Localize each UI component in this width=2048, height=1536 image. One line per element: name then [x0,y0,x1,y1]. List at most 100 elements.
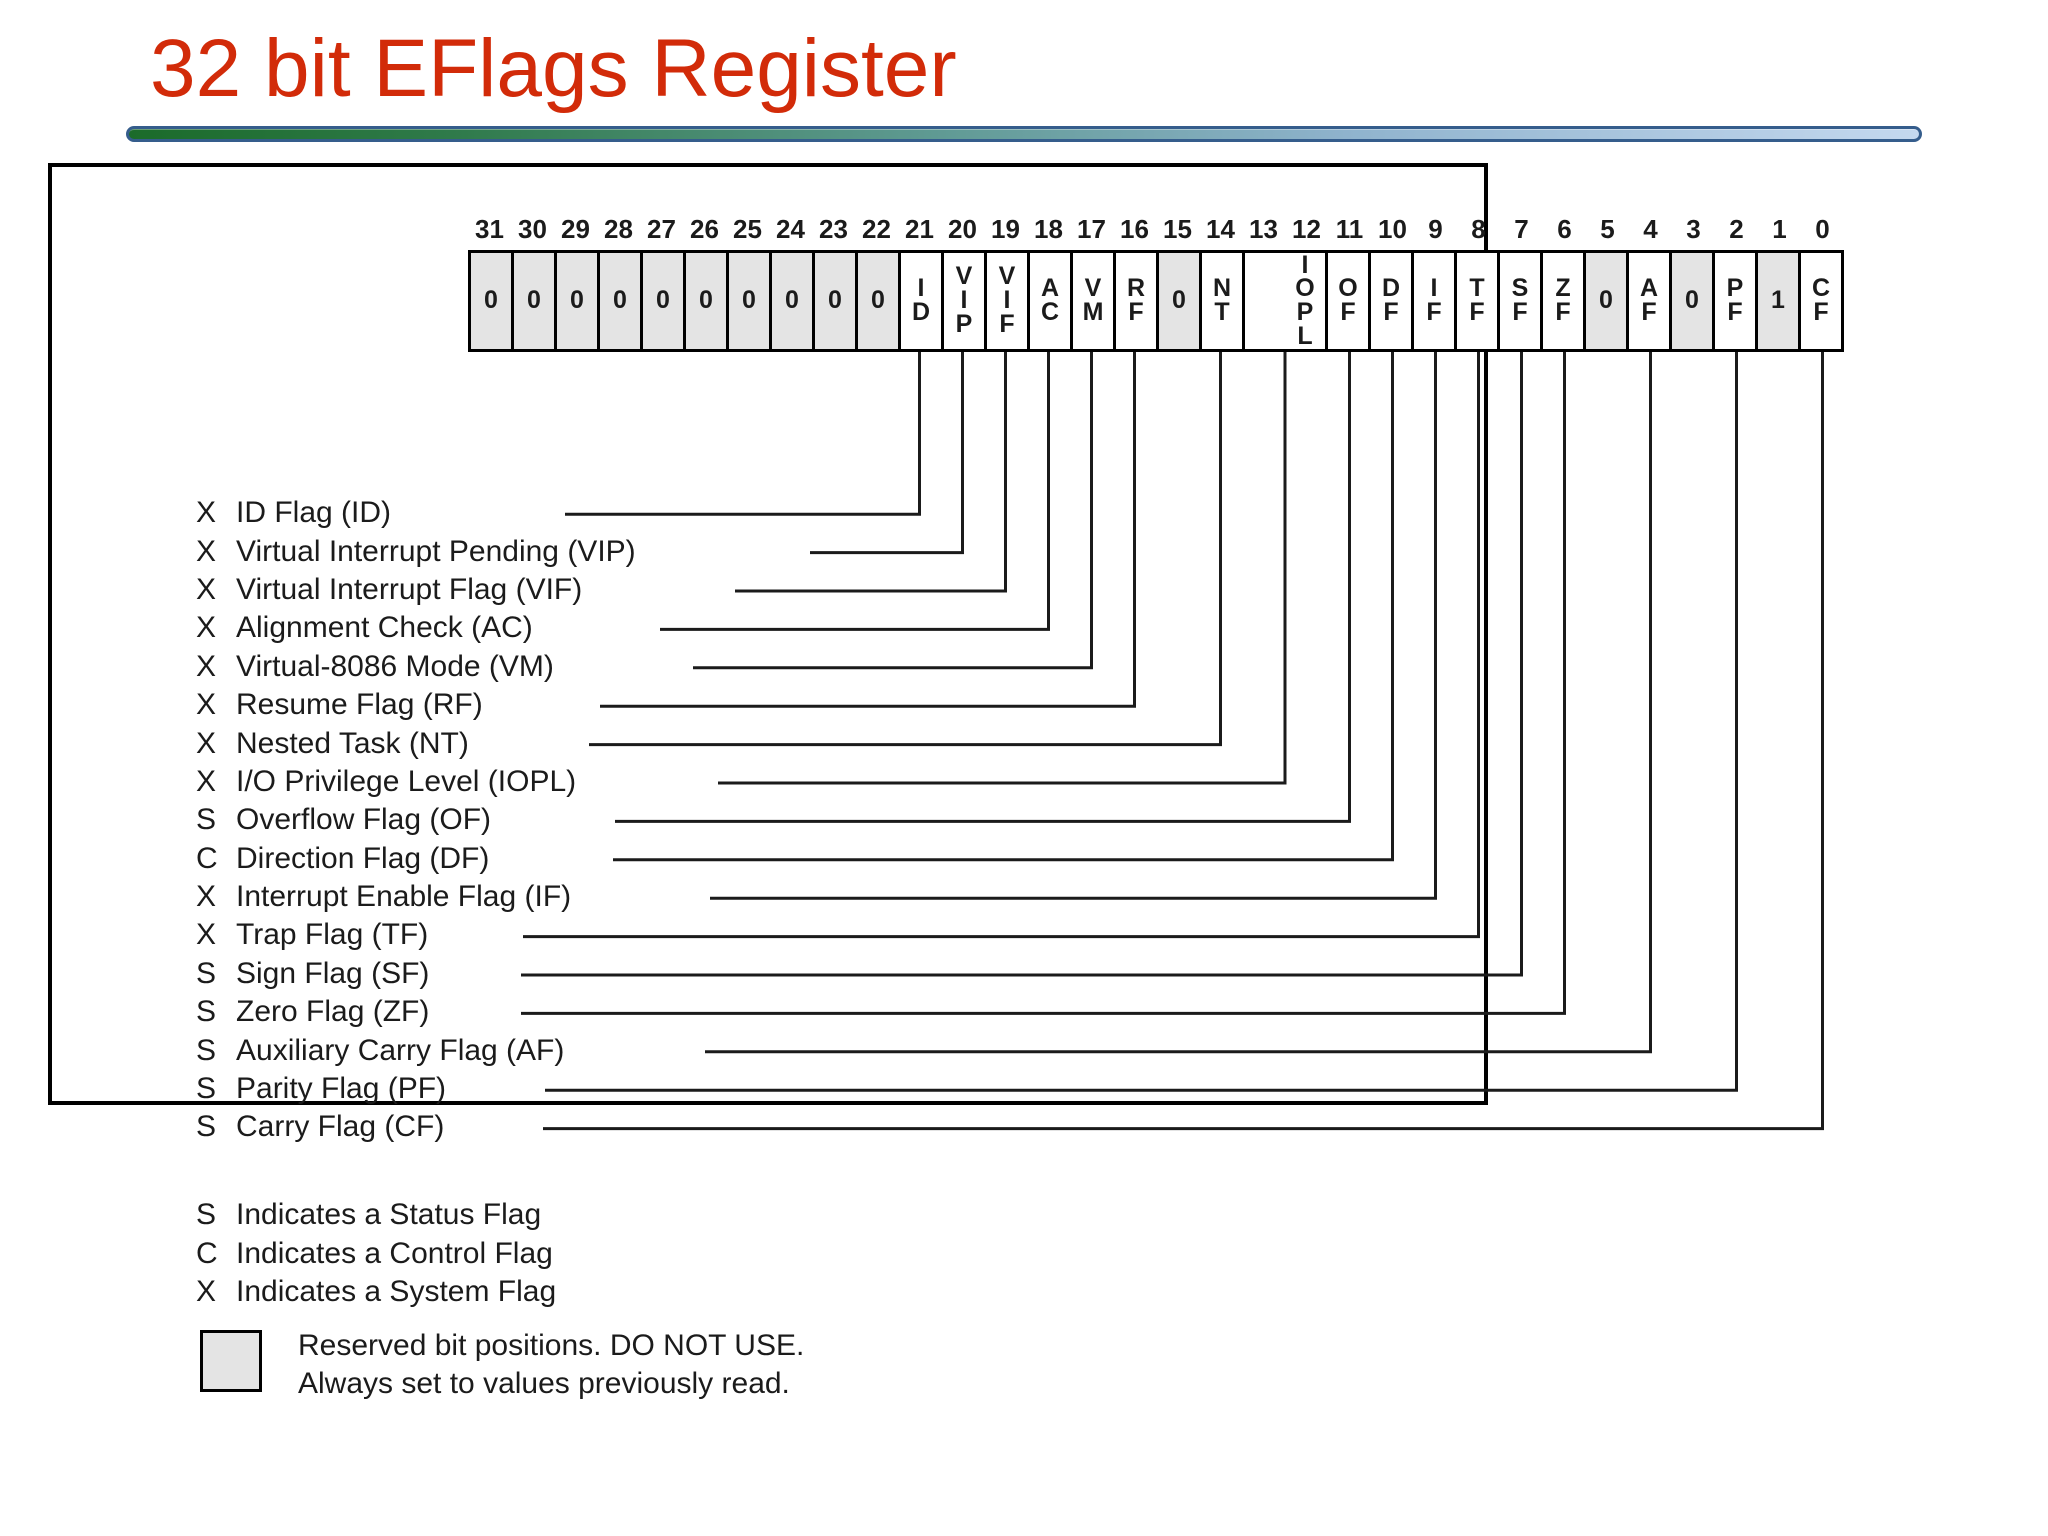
type-legend-key: C [196,1236,218,1270]
bit-cell-label-31: 0 [484,286,498,315]
page-title: 32 bit EFlags Register [150,23,957,114]
bit-number-17: 17 [1077,214,1106,244]
bit-cell-26: 0 [686,253,729,349]
title-divider [126,126,1922,142]
type-legend-text: Indicates a Control Flag [236,1236,553,1270]
bit-number-7: 7 [1514,214,1529,244]
type-legend-key: X [196,1274,217,1308]
flag-type-marker: S [196,1110,217,1144]
bit-cell-2: P F [1715,253,1758,349]
bit-cell-label-11: O F [1338,274,1358,326]
reserved-note-text: Reserved bit positions. DO NOT USE. Alwa… [298,1327,804,1404]
flag-row-trap-flag-tf-: X Trap Flag (TF) [196,916,636,954]
bit-cell-0: C F [1801,253,1841,349]
flag-name-label: Virtual Interrupt Pending (VIP) [236,534,636,568]
bit-cell-20: V I P [944,253,987,349]
bit-number-1: 1 [1772,214,1787,244]
bit-number-25: 25 [733,214,762,244]
bit-number-3: 3 [1686,214,1701,244]
type-legend-text: Indicates a Status Flag [236,1198,542,1232]
flag-row-virtual-interrupt-pending-vip-: X Virtual Interrupt Pending (VIP) [196,532,636,570]
bit-number-6: 6 [1557,214,1572,244]
bit-number-12: 12 [1292,214,1321,244]
bit-cell-18: A C [1030,253,1073,349]
flag-name-label: Direction Flag (DF) [236,841,490,875]
bit-cell-15: 0 [1159,253,1202,349]
bit-number-2: 2 [1729,214,1744,244]
bit-number-22: 22 [862,214,891,244]
bit-cell-21: I D [901,253,944,349]
type-legend-row-S: S Indicates a Status Flag [196,1196,556,1234]
bit-cell-label-6: Z F [1555,274,1571,326]
bit-cell-28: 0 [600,253,643,349]
bit-cell-label-1: 1 [1771,286,1785,315]
flag-name-label: Parity Flag (PF) [236,1072,447,1106]
bit-number-20: 20 [948,214,977,244]
bit-cell-label-22: 0 [871,286,885,315]
flag-name-label: Auxiliary Carry Flag (AF) [236,1033,565,1067]
flag-type-marker: X [196,918,217,952]
title-divider-highlight [129,129,1919,139]
flag-type-marker: X [196,726,217,760]
flag-type-marker: X [196,496,217,530]
bit-number-9: 9 [1428,214,1443,244]
flag-type-marker: X [196,534,217,568]
bit-cell-5: 0 [1586,253,1629,349]
flag-name-label: Virtual-8086 Mode (VM) [236,649,554,683]
bit-cell-27: 0 [643,253,686,349]
bit-cell-12: I O P L [1285,252,1328,349]
type-legend-key: S [196,1198,217,1232]
bit-number-28: 28 [604,214,633,244]
bit-cell-31: 0 [471,253,514,349]
bit-number-23: 23 [819,214,848,244]
bit-cell-6: Z F [1543,253,1586,349]
reserved-note-line-2: Always set to values previously read. [298,1367,790,1401]
bit-cell-label-27: 0 [656,286,670,315]
flag-name-label: Trap Flag (TF) [236,918,429,952]
bit-cell-label-21: I D [911,274,931,326]
bit-cell-label-5: 0 [1599,286,1613,315]
bit-cell-label-30: 0 [527,286,541,315]
bit-cell-label-0: C F [1811,274,1831,326]
flag-name-label: Overflow Flag (OF) [236,803,492,837]
flag-name-label: Sign Flag (SF) [236,956,430,990]
bit-cell-13 [1245,253,1285,349]
bit-number-11: 11 [1335,214,1364,244]
bit-number-31: 31 [475,214,504,244]
flag-name-label: I/O Privilege Level (IOPL) [236,764,577,798]
type-legend-text: Indicates a System Flag [236,1274,557,1308]
bit-cell-30: 0 [514,253,557,349]
flag-type-marker: S [196,995,217,1029]
flag-name-label: Virtual Interrupt Flag (VIF) [236,572,583,606]
bit-cell-label-24: 0 [785,286,799,315]
bit-cell-label-20: V I P [955,262,973,338]
bit-cell-7: S F [1500,253,1543,349]
bit-cell-3: 0 [1672,253,1715,349]
bit-cell-label-17: V M [1082,274,1104,326]
bit-cell-label-23: 0 [828,286,842,315]
bit-cell-11: O F [1328,253,1371,349]
bit-number-27: 27 [647,214,676,244]
flag-type-marker: S [196,956,217,990]
bit-cell-label-16: R F [1126,274,1146,326]
bit-number-16: 16 [1120,214,1149,244]
bit-number-21: 21 [905,214,934,244]
bit-cell-label-14: N T [1212,274,1232,326]
bit-cell-25: 0 [729,253,772,349]
bit-cell-label-15: 0 [1172,286,1186,315]
bit-cell-label-25: 0 [742,286,756,315]
bit-cell-16: R F [1116,253,1159,349]
bit-cell-14: N T [1202,253,1245,349]
bit-number-10: 10 [1378,214,1407,244]
bit-cell-4: A F [1629,253,1672,349]
flag-type-marker: X [196,880,217,914]
